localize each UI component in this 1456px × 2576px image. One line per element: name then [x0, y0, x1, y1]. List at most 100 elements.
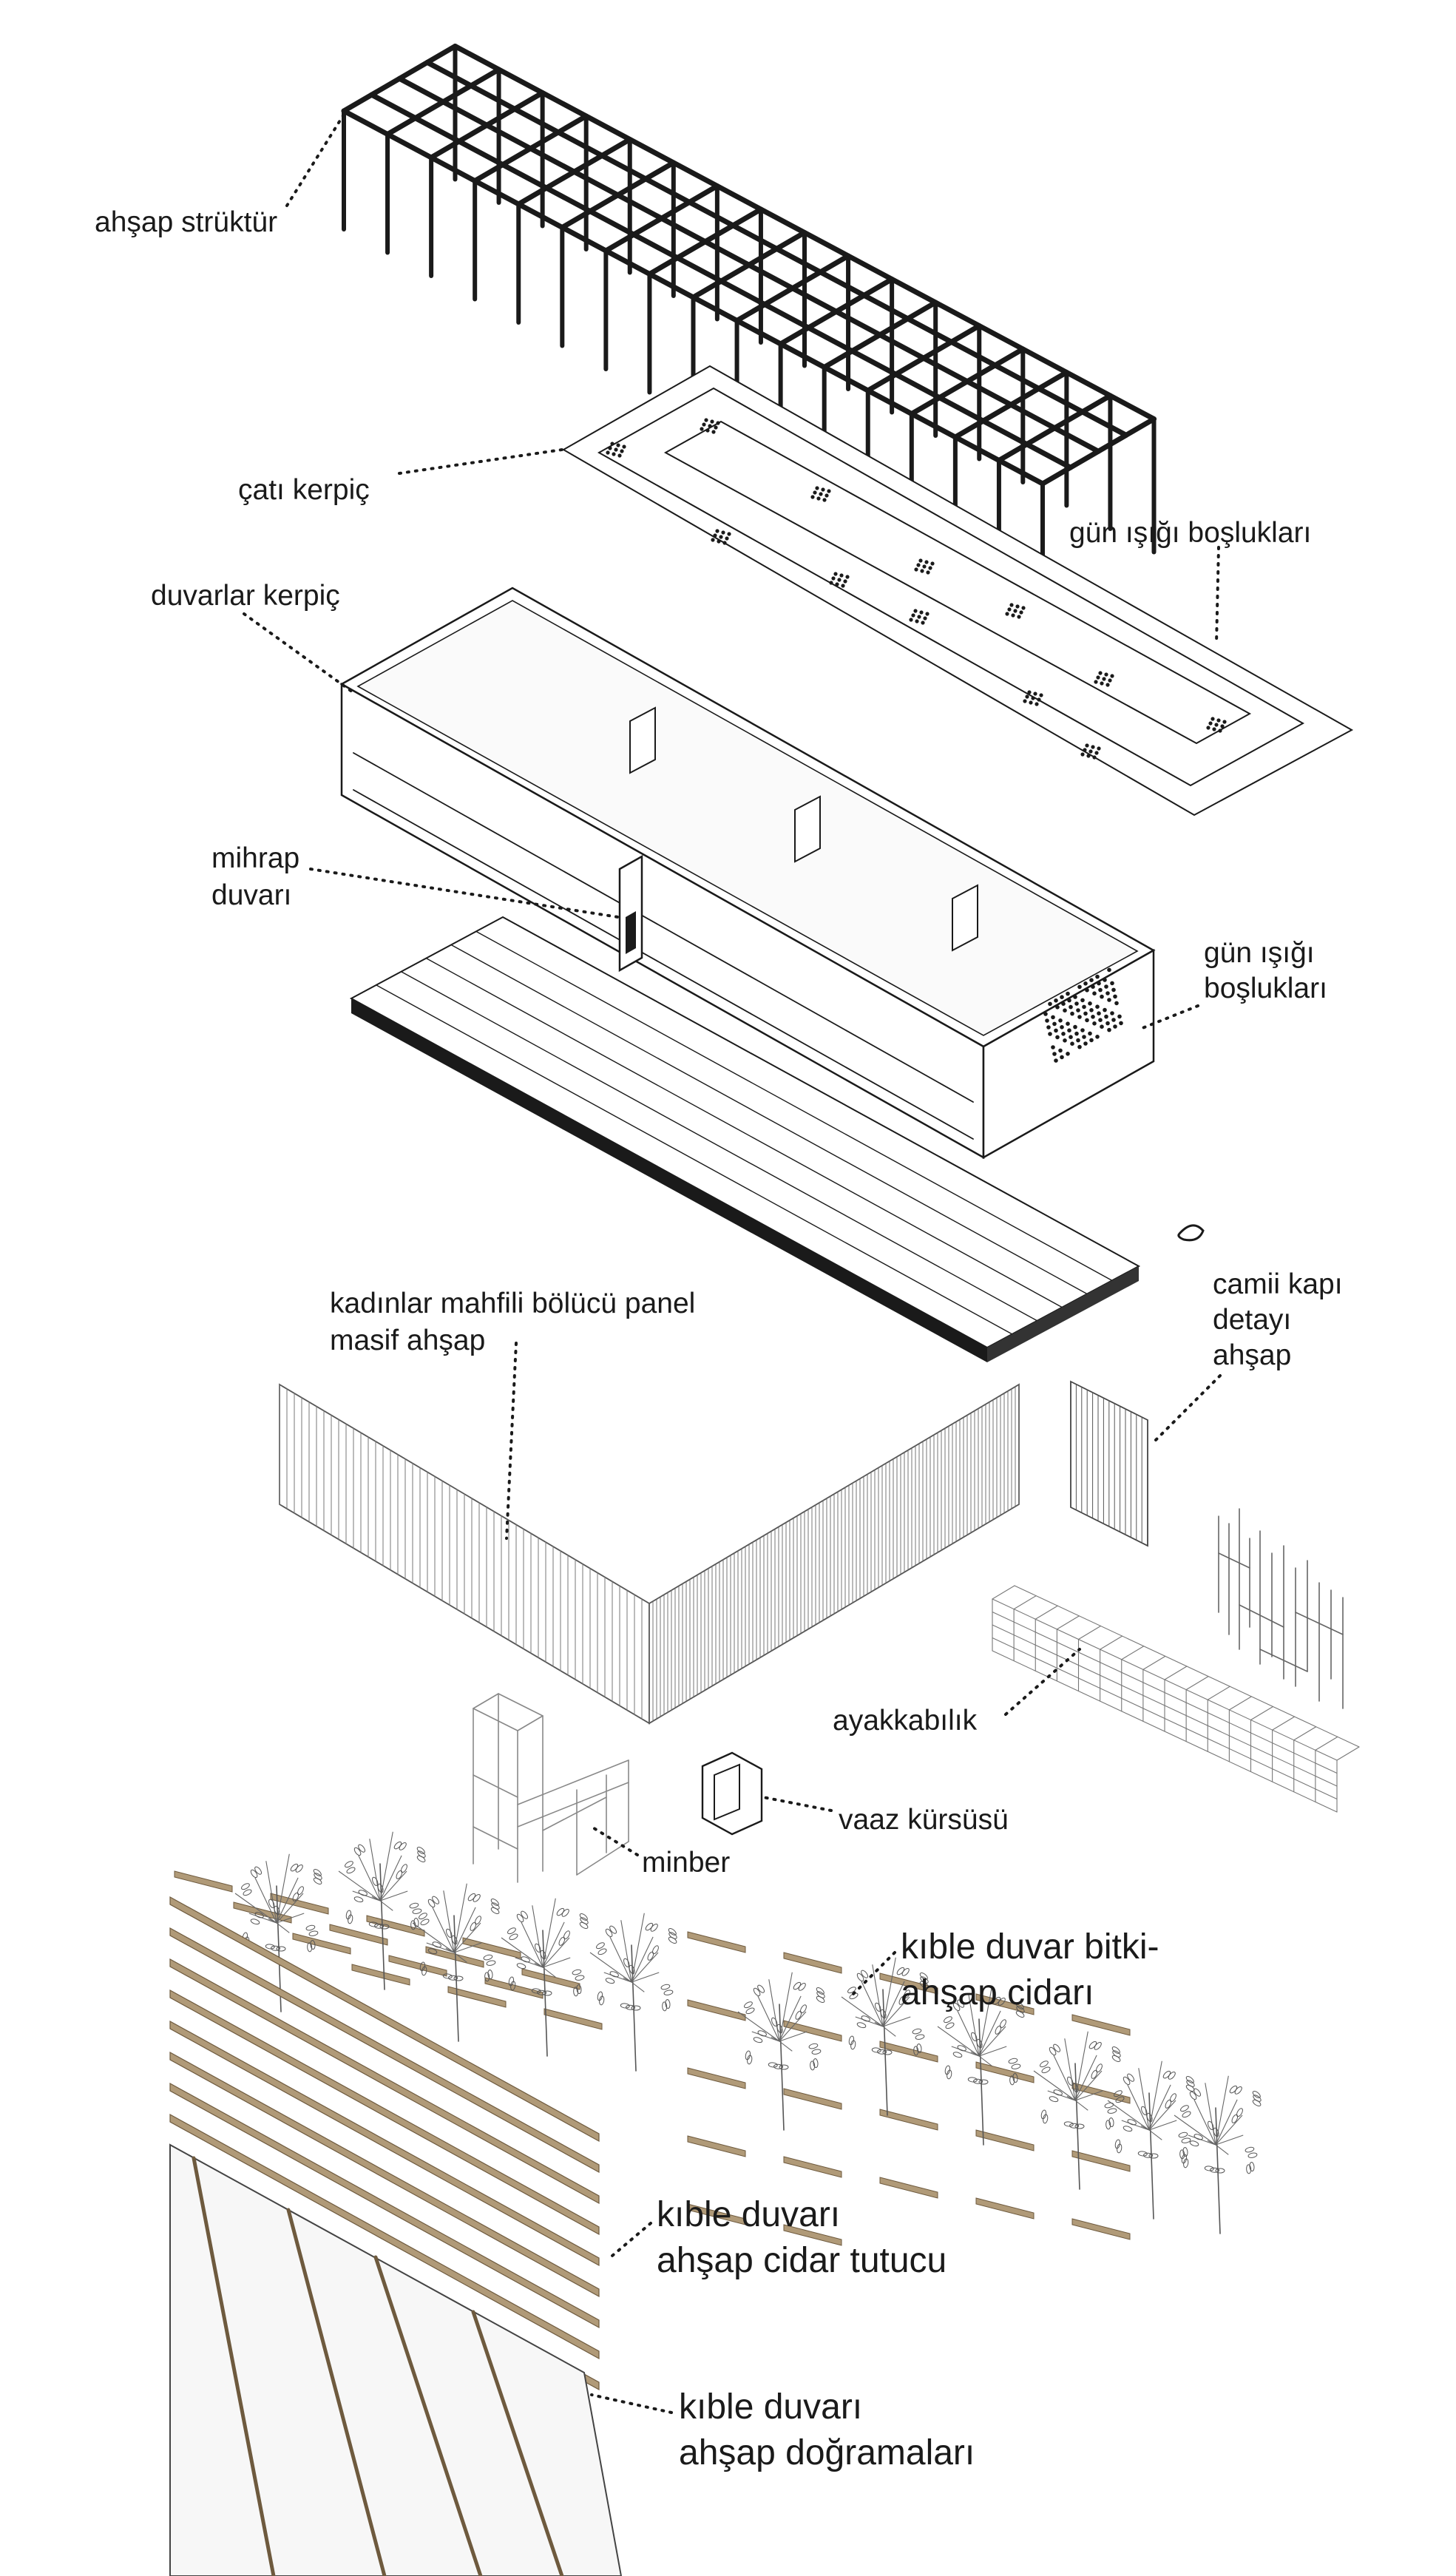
plant-leaf: [1069, 2123, 1080, 2129]
plant-leaf: [605, 1978, 615, 1984]
calligraphy-screen-stroke: [1259, 1649, 1308, 1672]
roof-skylight-hole: [1094, 751, 1099, 755]
walls-daylight-hole: [1091, 1015, 1095, 1019]
plant-branch: [542, 1937, 570, 1968]
walls-daylight-hole: [1052, 1021, 1057, 1027]
roof-outline: [561, 365, 1354, 817]
roof-skylight-hole: [837, 578, 842, 582]
plant-branch: [882, 2026, 896, 2037]
plant-leaf: [912, 2028, 922, 2035]
plant-leaf: [597, 1948, 607, 1955]
label-gun-isigi-roof: gün ışığı boşlukları: [1069, 517, 1312, 549]
label-kible-dograma-line1: kıble duvarı: [679, 2387, 863, 2427]
plant-branch: [338, 1870, 381, 1901]
plant-leaf: [374, 1923, 385, 1929]
plant-branch: [631, 1981, 645, 1992]
leader-dotted-line: [762, 1796, 833, 1812]
plant-leaf: [776, 2024, 783, 2034]
plant-branch: [1215, 2099, 1238, 2146]
walls-daylight-hole: [1060, 1025, 1064, 1030]
walls-daylight-hole: [1054, 1028, 1058, 1033]
plant-branch: [352, 1890, 381, 1901]
walls-daylight-hole: [1098, 1018, 1103, 1022]
plant-leaf: [274, 1905, 280, 1916]
roof-skylight-hole: [915, 619, 919, 623]
walls-daylight-hole: [1070, 1041, 1074, 1046]
walls-daylight-hole: [1104, 984, 1108, 989]
shoe-rack-depth: [1142, 1655, 1166, 1670]
plant-leaf: [490, 1907, 500, 1914]
plant-branch: [276, 1853, 290, 1924]
plant-leaf: [453, 1975, 464, 1981]
roof-skylight-hole: [835, 582, 839, 586]
walls-daylight-hole: [1045, 1018, 1049, 1023]
plant-leaf: [1011, 2063, 1021, 2069]
plant-leaf: [508, 1976, 515, 1987]
label-kible-tutucu-line2: ahşap cidar tutucu: [657, 2241, 947, 2280]
plant-leaf: [753, 2037, 763, 2043]
plant-leaf: [793, 1981, 802, 1990]
plant-branch: [937, 2026, 980, 2057]
plant-leaf: [419, 1961, 426, 1972]
plant-branch: [978, 2026, 1006, 2057]
plant-leaf: [665, 1999, 671, 2009]
screen-wood-bar: [462, 1937, 521, 1959]
plant-leaf: [1185, 2084, 1195, 2092]
shoe-rack-shelf: [992, 1598, 1338, 1761]
plant-branch: [631, 1952, 659, 1983]
screen-wood-bar: [447, 1986, 507, 2008]
plant-leaf: [620, 2003, 630, 2009]
floor-small-symbol: [1177, 1224, 1205, 1242]
walls-daylight-hole: [1098, 987, 1103, 993]
holder-rail: [169, 1989, 600, 2236]
plant-leaf: [605, 1928, 613, 1938]
floor-plank-line: [451, 944, 1088, 1295]
plant-branch: [432, 1907, 455, 1953]
floor-plank-line: [376, 984, 1013, 1335]
roof-skylight-hole: [924, 560, 929, 564]
roof-skylight-hole: [925, 612, 930, 616]
plant-leaf: [1009, 2075, 1015, 2086]
plant-leaf: [744, 2001, 753, 2009]
plant-leaf: [847, 1987, 856, 1994]
walls-daylight-hole: [1077, 1015, 1082, 1019]
plant-leaf: [307, 1942, 313, 1953]
roof-skylight-hole: [909, 618, 913, 622]
floor-plank-line: [401, 971, 1038, 1322]
plant-branch: [443, 1890, 455, 1953]
walls-daylight-hole: [1117, 1014, 1122, 1019]
label-gun-isigi-wall-line2: boşlukları: [1204, 973, 1327, 1004]
walls-daylight-hole: [1054, 998, 1058, 1003]
roof-skylight-hole: [721, 530, 725, 535]
shoe-rack-depth: [1121, 1646, 1145, 1660]
roof-skylight-hole: [829, 581, 833, 585]
plant-branch: [1074, 2100, 1088, 2111]
shoe-rack-back-edge: [1014, 1585, 1360, 1748]
plant-branch: [855, 2016, 884, 2027]
plant-branch: [1215, 2144, 1229, 2155]
screen-wood-bar: [366, 1915, 425, 1937]
label-kadinlar-line2: masif ahşap: [330, 1325, 486, 1356]
plant-leaf: [535, 1943, 541, 1953]
plant-leaf: [920, 1976, 929, 1984]
plant-leaf: [1246, 2164, 1252, 2174]
roof-skylight-hole: [1100, 681, 1104, 686]
walls-daylight-hole: [1061, 1001, 1066, 1006]
walls-daylight-hole: [1111, 987, 1116, 993]
plant-leaf: [623, 1958, 630, 1967]
walls-daylight-hole: [1052, 1052, 1057, 1056]
screen-wood-bar: [687, 1931, 746, 1953]
roof-skylight-hole: [1086, 754, 1091, 758]
plant-leaf: [442, 1973, 453, 1979]
plant-branch: [1148, 2120, 1177, 2131]
roof-skylight-hole: [715, 529, 719, 533]
plant-leaf: [572, 1969, 582, 1975]
plant-leaf: [1105, 2120, 1111, 2130]
plant-branch: [779, 2011, 807, 2042]
floor-plank-line: [476, 931, 1114, 1282]
walls-daylight-hole: [1061, 1032, 1066, 1036]
plant-branch: [1074, 2070, 1103, 2101]
walls-daylight-hole: [1066, 1021, 1070, 1026]
screen-wood-bar: [1071, 2082, 1131, 2104]
screen-wood-bar: [975, 1993, 1035, 2015]
